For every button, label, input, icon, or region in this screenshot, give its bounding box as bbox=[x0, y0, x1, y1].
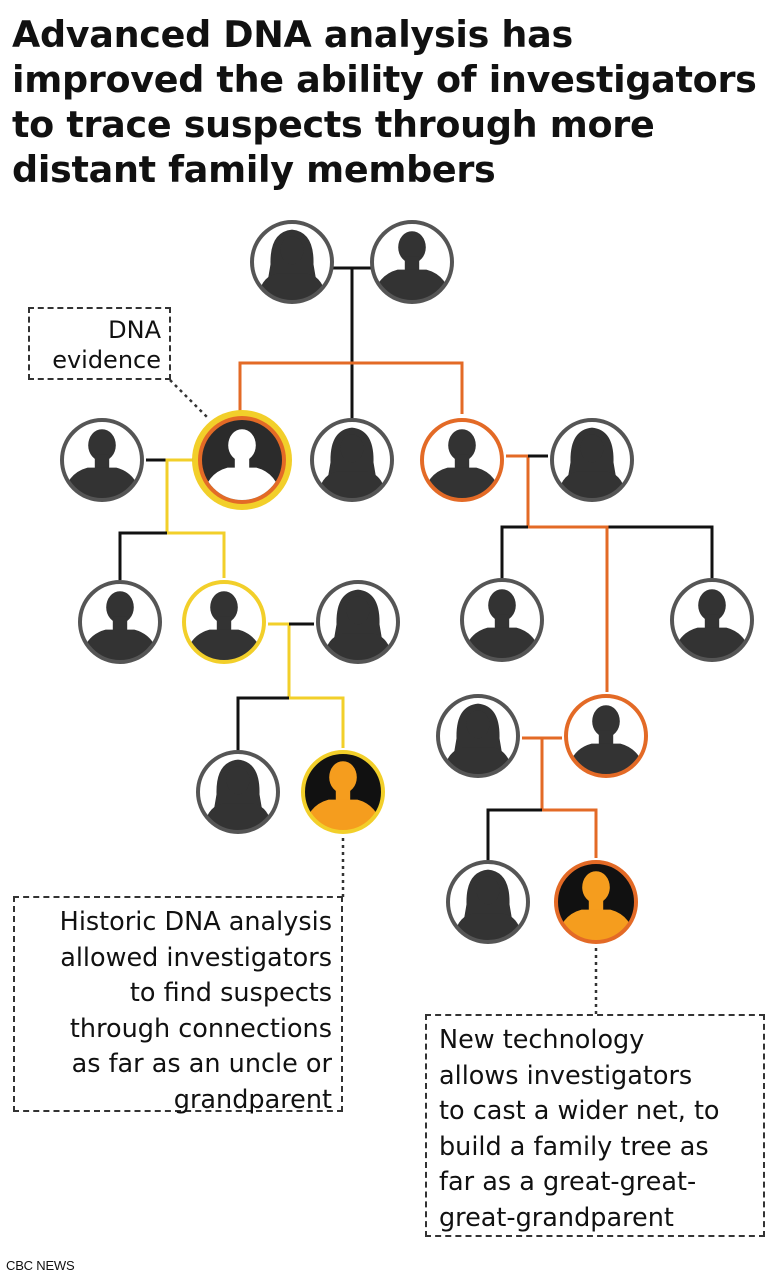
dna-label-line: DNA bbox=[108, 316, 161, 344]
person-spouse-of-right-sibling bbox=[550, 418, 634, 502]
person-dna-evidence-source bbox=[192, 410, 292, 510]
note-line: great-grandparent bbox=[439, 1202, 674, 1233]
title-line: to trace suspects through more bbox=[12, 103, 655, 146]
person-child-orange bbox=[564, 694, 648, 778]
note-line: allowed investigators bbox=[60, 942, 332, 973]
person-ancestor-woman bbox=[250, 220, 334, 304]
note-line: to find suspects bbox=[129, 978, 332, 1008]
title-line: improved the ability of investigators bbox=[12, 58, 757, 101]
person-spouse-of-child-orange bbox=[436, 694, 520, 778]
note-line: grandparent bbox=[173, 1084, 332, 1115]
dna-label-line: evidence bbox=[52, 346, 161, 374]
note-line: New technology bbox=[439, 1025, 645, 1055]
orange-connector bbox=[528, 525, 609, 692]
person-ancestor-man bbox=[370, 220, 454, 304]
person-spouse-of-child-yellow bbox=[316, 580, 400, 664]
orange-connector bbox=[540, 738, 598, 858]
black-connector bbox=[118, 531, 167, 580]
black-connector bbox=[486, 808, 542, 860]
note-line: Historic DNA analysis bbox=[59, 907, 332, 937]
source-credit: CBC NEWS bbox=[6, 1258, 75, 1273]
person-middle-sibling-woman bbox=[310, 418, 394, 502]
person-child-right-b bbox=[670, 578, 754, 662]
new-technology-note: New technology allows investigators to c… bbox=[425, 1014, 765, 1237]
person-spouse-of-dna-source bbox=[60, 418, 144, 502]
orange-connector bbox=[238, 361, 464, 414]
historic-analysis-note: Historic DNA analysis allowed investigat… bbox=[13, 896, 343, 1115]
note-line: as far as an uncle or bbox=[71, 1049, 332, 1079]
note-line: through connections bbox=[69, 1013, 332, 1044]
female-silhouette-icon bbox=[556, 427, 628, 500]
person-child-left bbox=[78, 580, 162, 664]
person-grandchild-left bbox=[196, 750, 280, 834]
person-child-yellow bbox=[182, 580, 266, 664]
orange-connector bbox=[506, 454, 530, 527]
title-line: Advanced DNA analysis has bbox=[12, 13, 573, 56]
note-line: far as a great-great- bbox=[439, 1167, 697, 1197]
dna-pointer bbox=[169, 379, 209, 419]
note-line: build a family tree as bbox=[439, 1131, 709, 1162]
person-great-grandchild-left bbox=[446, 860, 530, 944]
dna-evidence-label: DNA evidence bbox=[28, 307, 171, 380]
note-line: allows investigators bbox=[439, 1060, 693, 1091]
person-new-tech-suspect bbox=[554, 860, 638, 944]
infographic-title: Advanced DNA analysis has improved the a… bbox=[12, 12, 778, 192]
person-child-right-a bbox=[460, 578, 544, 662]
callout-pointers bbox=[169, 379, 598, 1015]
female-silhouette-icon bbox=[322, 589, 394, 662]
title-line: distant family members bbox=[12, 148, 496, 191]
connector-lines bbox=[118, 266, 714, 860]
female-silhouette-icon bbox=[202, 759, 274, 832]
black-connector bbox=[236, 696, 289, 750]
person-historic-suspect bbox=[301, 750, 385, 834]
note-line: to cast a wider net, to bbox=[439, 1096, 720, 1126]
person-right-sibling-man bbox=[420, 418, 504, 502]
